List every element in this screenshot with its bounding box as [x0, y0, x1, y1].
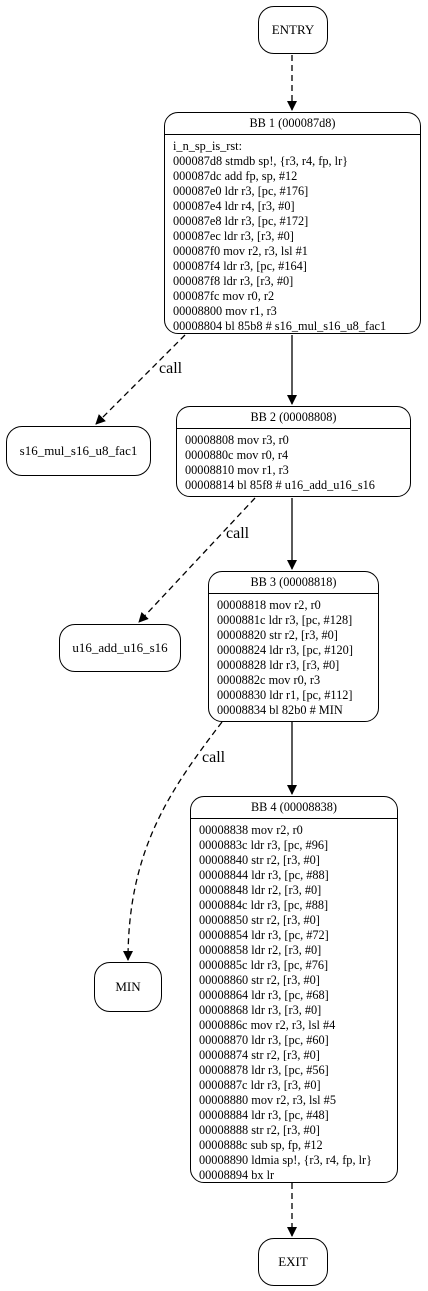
instruction-line: 0000888c sub sp, fp, #12: [199, 1138, 323, 1152]
instruction-line: 000087dc add fp, sp, #12: [173, 169, 298, 183]
instruction-line: 00008880 mov r2, r3, lsl #5: [199, 1093, 336, 1107]
edge-bb2-call-fn2: [138, 497, 256, 623]
call-label-1: call: [159, 360, 183, 377]
exit-node: EXIT: [258, 1238, 328, 1286]
instruction-line: 0000885c ldr r3, [pc, #76]: [199, 958, 329, 972]
bb1-title: BB 1 (000087d8): [165, 113, 420, 135]
entry-label: ENTRY: [271, 22, 315, 37]
instruction-line: 0000880c mov r0, r4: [185, 448, 289, 462]
instruction-line: 00008888 str r2, [r3, #0]: [199, 1123, 320, 1137]
instruction-line: i_n_sp_is_rst:: [173, 139, 243, 153]
instruction-line: 000087ec ldr r3, [r3, #0]: [173, 229, 294, 243]
instruction-line: 000087e8 ldr r3, [pc, #172]: [173, 214, 309, 228]
basic-block-1: BB 1 (000087d8) i_n_sp_is_rst:000087d8 s…: [164, 112, 421, 334]
instruction-line: 00008838 mov r2, r0: [199, 823, 303, 837]
instruction-line: 000087f8 ldr r3, [r3, #0]: [173, 274, 294, 288]
call-node-s16-mul: s16_mul_s16_u8_fac1: [6, 426, 151, 476]
call-label-3: call: [202, 749, 226, 766]
instruction-line: 00008834 bl 82b0 # MIN: [217, 703, 343, 717]
instruction-line: 00008894 bx lr: [199, 1168, 275, 1182]
instruction-line: 0000883c ldr r3, [pc, #96]: [199, 838, 329, 852]
edge-bb1-call-fn1: [95, 334, 186, 425]
instruction-line: 0000887c ldr r3, [r3, #0]: [199, 1078, 321, 1092]
instruction-line: 00008874 str r2, [r3, #0]: [199, 1048, 320, 1062]
call-node-u16-add: u16_add_u16_s16: [59, 624, 181, 672]
instruction-line: 0000884c ldr r3, [pc, #88]: [199, 898, 329, 912]
bb1-body: i_n_sp_is_rst:000087d8 stmdb sp!, {r3, r…: [165, 135, 420, 334]
edge-bb3-call-fn3: [123, 721, 223, 961]
call-node-u16-add-label: u16_add_u16_s16: [72, 640, 168, 655]
exit-label: EXIT: [278, 1254, 308, 1269]
instruction-line: 00008884 ldr r3, [pc, #48]: [199, 1108, 329, 1122]
instruction-line: 0000882c mov r0, r3: [217, 673, 321, 687]
call-node-min-label: MIN: [115, 979, 141, 994]
instruction-line: 00008800 mov r1, r3: [173, 304, 277, 318]
instruction-line: 00008804 bl 85b8 # s16_mul_s16_u8_fac1: [173, 319, 387, 333]
instruction-line: 000087fc mov r0, r2: [173, 289, 275, 303]
instruction-line: 00008830 ldr r1, [pc, #112]: [217, 688, 353, 702]
instruction-line: 00008858 ldr r2, [r3, #0]: [199, 943, 322, 957]
instruction-line: 000087e0 ldr r3, [pc, #176]: [173, 184, 309, 198]
instruction-line: 00008848 ldr r2, [r3, #0]: [199, 883, 322, 897]
instruction-line: 000087f4 ldr r3, [pc, #164]: [173, 259, 307, 273]
instruction-line: 00008890 ldmia sp!, {r3, r4, fp, lr}: [199, 1153, 373, 1167]
bb3-title: BB 3 (00008818): [209, 572, 378, 594]
entry-node: ENTRY: [258, 6, 328, 54]
instruction-line: 00008844 ldr r3, [pc, #88]: [199, 868, 329, 882]
instruction-line: 00008878 ldr r3, [pc, #56]: [199, 1063, 329, 1077]
call-node-min: MIN: [94, 962, 162, 1012]
instruction-line: 0000886c mov r2, r3, lsl #4: [199, 1018, 336, 1032]
instruction-line: 000087d8 stmdb sp!, {r3, r4, fp, lr}: [173, 154, 349, 168]
bb4-title: BB 4 (00008838): [191, 797, 397, 819]
instruction-line: 00008840 str r2, [r3, #0]: [199, 853, 320, 867]
bb2-title: BB 2 (00008808): [177, 407, 410, 429]
instruction-line: 00008868 ldr r3, [r3, #0]: [199, 1003, 322, 1017]
instruction-line: 00008808 mov r3, r0: [185, 433, 289, 447]
call-label-2: call: [226, 525, 250, 542]
instruction-line: 00008810 mov r1, r3: [185, 463, 289, 477]
instruction-line: 00008864 ldr r3, [pc, #68]: [199, 988, 329, 1002]
instruction-line: 00008820 str r2, [r3, #0]: [217, 628, 338, 642]
instruction-line: 000087e4 ldr r4, [r3, #0]: [173, 199, 295, 213]
instruction-line: 0000881c ldr r3, [pc, #128]: [217, 613, 353, 627]
instruction-line: 00008860 str r2, [r3, #0]: [199, 973, 320, 987]
instruction-line: 00008814 bl 85f8 # u16_add_u16_s16: [185, 478, 375, 492]
instruction-line: 00008824 ldr r3, [pc, #120]: [217, 643, 353, 657]
instruction-line: 00008870 ldr r3, [pc, #60]: [199, 1033, 329, 1047]
call-node-s16-mul-label: s16_mul_s16_u8_fac1: [19, 443, 138, 458]
instruction-line: 00008850 str r2, [r3, #0]: [199, 913, 320, 927]
instruction-line: 00008818 mov r2, r0: [217, 598, 321, 612]
instruction-line: 00008828 ldr r3, [r3, #0]: [217, 658, 340, 672]
instruction-line: 000087f0 mov r2, r3, lsl #1: [173, 244, 308, 258]
instruction-line: 00008854 ldr r3, [pc, #72]: [199, 928, 329, 942]
